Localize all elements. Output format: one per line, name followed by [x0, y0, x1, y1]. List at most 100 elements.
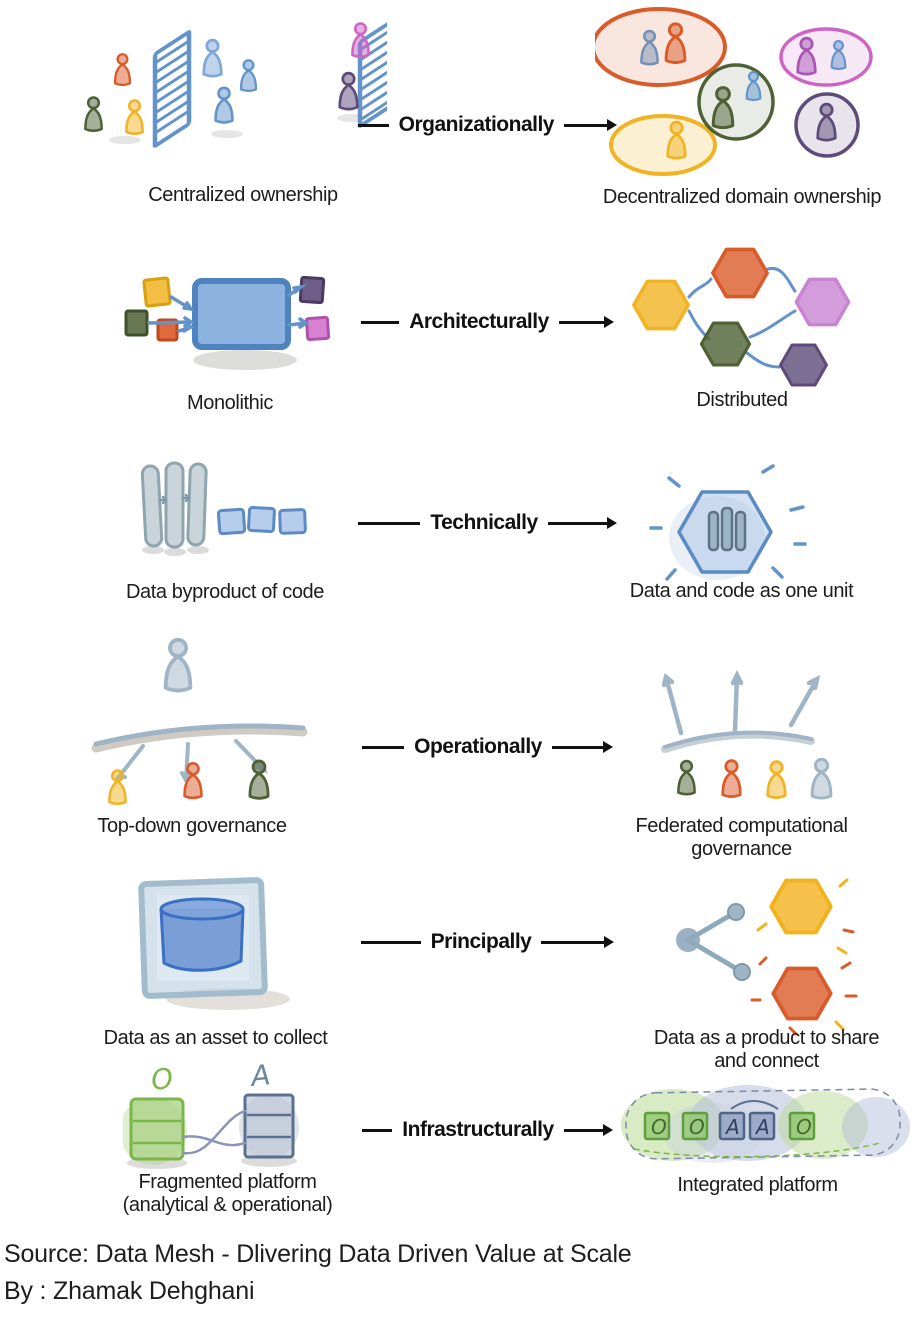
caption-top-down-governance: Top-down governance	[97, 815, 287, 837]
data-byproduct-of-code-illustration	[140, 461, 307, 556]
hexagon-icon	[711, 247, 769, 299]
module-letter: A	[724, 1115, 740, 1139]
axis-label: Infrastructurally	[402, 1118, 554, 1141]
fragmented-platform-illustration: O A	[123, 1058, 299, 1169]
hexagon-icon	[794, 277, 851, 327]
right-arrow-icon	[551, 745, 604, 749]
domain-bubble-icon	[595, 7, 727, 87]
module-letter: O	[689, 1115, 705, 1139]
axis-line	[360, 940, 421, 944]
caption-fragmented-platform: Fragmented platform (analytical & operat…	[122, 1171, 333, 1216]
person-icon	[664, 21, 687, 65]
analytical-stack-icon	[243, 1093, 295, 1159]
pipeline-pillar-icon	[140, 464, 164, 548]
federated-governance-illustration	[661, 669, 833, 800]
person-icon	[182, 761, 204, 800]
right-arrow-icon	[547, 521, 608, 525]
person-icon	[350, 21, 371, 59]
data-file-icon	[247, 506, 276, 534]
axis-infrastructurally: Infrastructurally	[358, 1116, 608, 1144]
product-hexagon-icon	[769, 878, 833, 935]
crossed-links-icon	[181, 1109, 247, 1155]
caption-integrated-platform: Integrated platform	[677, 1174, 838, 1196]
axis-label: Technically	[430, 511, 538, 534]
caption-data-as-product: Data as a product to share and connect	[653, 1027, 880, 1072]
person-icon	[107, 768, 128, 806]
module-square-icon	[142, 276, 172, 308]
right-arrow-icon	[563, 1128, 604, 1132]
module-square-icon	[304, 315, 331, 342]
leader-person-icon	[166, 640, 191, 691]
monolith-block-icon	[192, 278, 291, 350]
axis-label: Operationally	[414, 735, 542, 758]
hexagon-icon	[699, 321, 752, 367]
axis-line	[362, 745, 405, 749]
person-icon	[666, 120, 687, 160]
axis-operationally: Operationally	[358, 733, 608, 761]
person-icon	[124, 98, 145, 136]
distributed-illustration	[632, 247, 851, 387]
domain-bubble-icon	[609, 114, 717, 176]
up-arrows-icon	[661, 669, 821, 736]
axis-line	[362, 1128, 393, 1132]
fence-icon	[357, 16, 387, 128]
hexagon-icon	[778, 343, 829, 387]
axis-line	[358, 521, 421, 525]
person-icon	[83, 95, 104, 133]
governance-bar-icon	[663, 730, 813, 749]
module-letter: A	[754, 1115, 770, 1139]
platform-modules: O O A A O	[643, 1111, 816, 1141]
shine-dashes-icon	[649, 464, 807, 581]
caption-decentralized-domain-ownership: Decentralized domain ownership	[602, 186, 882, 208]
data-file-icon	[278, 508, 307, 535]
operational-letter: O	[149, 1061, 175, 1097]
axis-line	[361, 320, 400, 324]
axis-label: Organizationally	[398, 113, 555, 136]
hexagon-icon	[632, 279, 690, 331]
data-file-icon	[216, 507, 247, 536]
source-line: Source: Data Mesh - Dlivering Data Drive…	[4, 1240, 632, 1268]
module-letter: O	[651, 1115, 667, 1139]
module-square-icon	[718, 1111, 746, 1141]
person-icon	[248, 759, 270, 801]
module-letter: O	[796, 1115, 812, 1139]
module-square-icon	[748, 1111, 776, 1141]
centralized-ownership-illustration	[83, 16, 387, 148]
pipeline-pillar-icon	[164, 461, 185, 549]
axis-organizationally: Organizationally	[358, 111, 608, 139]
person-icon	[810, 757, 833, 800]
data-and-code-one-unit-illustration	[649, 464, 807, 581]
module-square-icon	[788, 1111, 816, 1141]
platform-outline-dashed	[625, 1088, 901, 1160]
right-arrow-icon	[541, 940, 606, 944]
pipeline-pillar-icon	[186, 462, 208, 547]
analytical-letter: A	[247, 1058, 271, 1093]
person-icon	[676, 759, 697, 796]
domain-bubble-icon	[779, 27, 873, 87]
fence-icon	[152, 30, 192, 148]
caption-distributed: Distributed	[696, 389, 788, 411]
module-square-icon	[681, 1111, 709, 1141]
governance-bar-icon	[93, 723, 306, 747]
domain-bubble-icon	[697, 63, 775, 141]
module-square-icon	[643, 1111, 671, 1141]
person-icon	[239, 58, 258, 93]
module-square-icon	[156, 318, 179, 342]
share-node-icon	[676, 903, 751, 981]
person-icon	[796, 36, 817, 76]
axis-principally: Principally	[358, 928, 608, 956]
axis-label: Principally	[430, 930, 532, 953]
monolithic-illustration	[124, 275, 331, 370]
byline: By : Zhamak Dehghani	[4, 1277, 255, 1305]
database-cylinder-icon	[159, 897, 245, 972]
axis-label: Architecturally	[409, 310, 549, 333]
inner-pipelines-icon	[707, 506, 747, 552]
caption-data-byproduct-of-code: Data byproduct of code	[126, 581, 324, 603]
right-arrow-icon	[563, 123, 608, 127]
caption-data-and-code-as-one-unit: Data and code as one unit	[629, 580, 854, 602]
person-icon	[202, 38, 223, 78]
person-icon	[338, 71, 359, 111]
caption-centralized-ownership: Centralized ownership	[148, 184, 338, 206]
caption-monolithic: Monolithic	[186, 392, 274, 414]
top-down-governance-illustration	[91, 628, 308, 806]
